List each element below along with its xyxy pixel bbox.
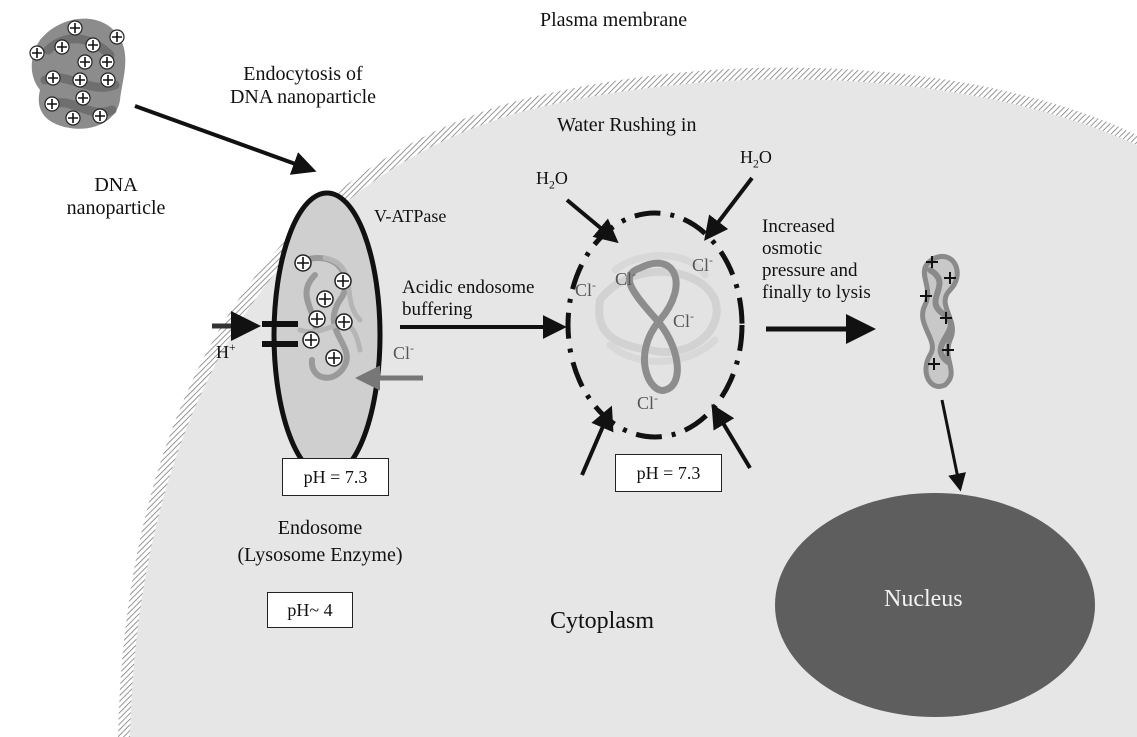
water-arrow: [565, 198, 619, 244]
chloride-label: Cl-: [393, 342, 414, 363]
ph-box-lysosome: pH~ 4: [267, 592, 353, 628]
chloride-label: Cl-: [673, 310, 694, 331]
cytoplasm-label: Cytoplasm: [550, 608, 655, 634]
endocytosis-label: Endocytosis of DNA nanoparticle: [229, 63, 377, 108]
water-arrow: [704, 176, 754, 241]
endocytosis-arrow: [134, 104, 317, 175]
dna-nanoparticle-label: DNA nanoparticle: [66, 174, 166, 219]
water-arrow: [711, 403, 752, 470]
water-arrow: [580, 405, 614, 476]
plasma-membrane-label: Plasma membrane: [540, 9, 688, 31]
nucleus-arrow: [940, 399, 966, 492]
nucleus: [775, 493, 1095, 717]
acidic-buffering-label: Acidic endosome buffering: [402, 277, 535, 320]
h2o-label-left: H2O: [536, 168, 568, 192]
chloride-label: Cl-: [615, 268, 636, 289]
water-rushing-label: Water Rushing in: [557, 114, 697, 136]
released-dna: [920, 254, 960, 389]
h-plus-label: H+: [216, 341, 236, 362]
v-atpase-pump: [262, 321, 298, 327]
nucleus-label: Nucleus: [884, 586, 963, 612]
osmotic-pressure-label: Increased osmotic pressure and finally t…: [762, 216, 871, 303]
endosome: [262, 190, 383, 480]
chloride-label: Cl-: [692, 254, 713, 275]
h2o-label-right: H2O: [740, 147, 772, 171]
v-atpase-label: V-ATPase: [374, 206, 447, 226]
endosome-label: Endosome (Lysosome Enzyme): [237, 517, 403, 566]
dna-nanoparticle: [29, 18, 126, 129]
chloride-label: Cl-: [637, 392, 658, 413]
chloride-label: Cl-: [575, 279, 596, 300]
dna-strand: [625, 259, 681, 394]
ph-box-endosome: pH = 7.3: [282, 458, 389, 496]
swelling-endosome: [565, 210, 745, 440]
ph-box-swelling: pH = 7.3: [615, 454, 722, 492]
